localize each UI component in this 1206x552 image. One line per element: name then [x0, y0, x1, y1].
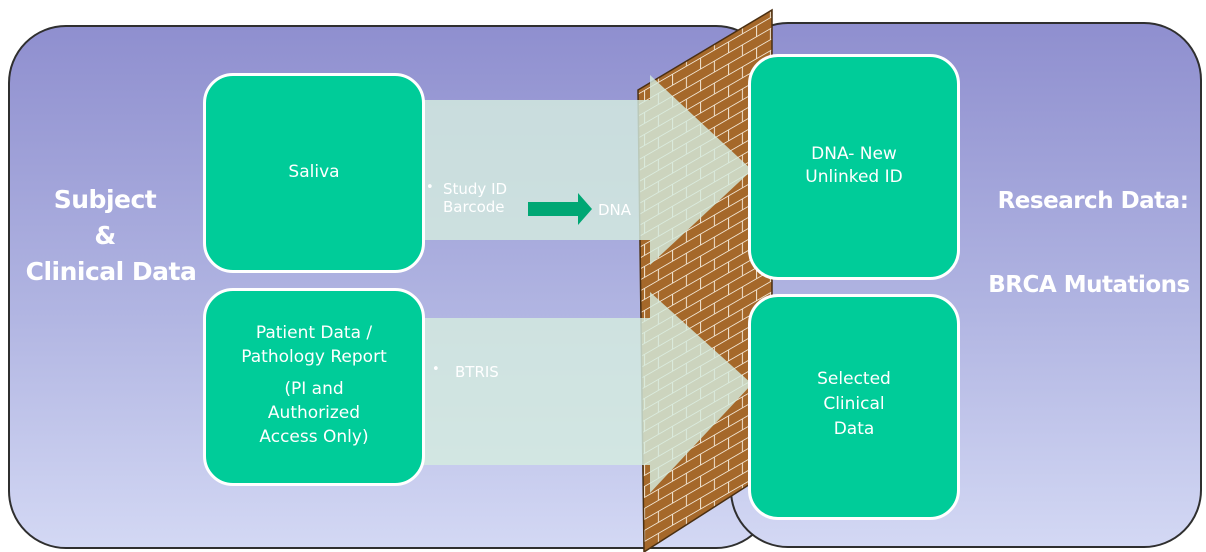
bullet-dot-study: • [426, 180, 434, 195]
patient-line3: (PI and [284, 379, 344, 399]
left-title-line3: Clinical Data [25, 257, 197, 286]
saliva-box: Saliva [203, 73, 425, 273]
barcode-line: Barcode [443, 198, 505, 216]
selected-clinical-box: Selected Clinical Data [748, 294, 960, 520]
dna-target-text: DNA [598, 201, 632, 219]
left-panel-title: Subject & Clinical Data [16, 182, 206, 290]
left-title-line1: Subject [53, 185, 157, 214]
btris-text: BTRIS [455, 363, 499, 381]
right-title-line2: BRCA Mutations [988, 272, 1190, 298]
dna-line2: Unlinked ID [805, 167, 903, 187]
selected-line2: Clinical [823, 394, 885, 414]
patient-line2: Pathology Report [241, 347, 387, 367]
barcode-to-dna-arrow [528, 193, 592, 225]
dna-unlinked-box: DNA- New Unlinked ID [748, 54, 960, 280]
bullet-dot-btris: • [432, 362, 440, 377]
upper-flow-arrow [420, 75, 752, 265]
right-panel-title: Research Data: BRCA Mutations [972, 186, 1206, 300]
patient-line5: Access Only) [259, 427, 369, 447]
dna-line1: DNA- New [811, 144, 897, 164]
right-title-line1: Research Data: [997, 188, 1189, 214]
lower-flow-arrow [420, 292, 752, 493]
study-id-barcode-text: Study ID Barcode [443, 180, 507, 216]
patient-line1: Patient Data / [255, 323, 373, 343]
patient-data-box: Patient Data / Pathology Report (PI and … [203, 288, 425, 486]
patient-line4: Authorized [267, 403, 361, 423]
left-title-line2: & [94, 221, 116, 250]
saliva-label: Saliva [288, 162, 340, 182]
selected-line1: Selected [817, 369, 891, 389]
study-id-line: Study ID [443, 180, 508, 198]
selected-line3: Data [833, 419, 875, 439]
